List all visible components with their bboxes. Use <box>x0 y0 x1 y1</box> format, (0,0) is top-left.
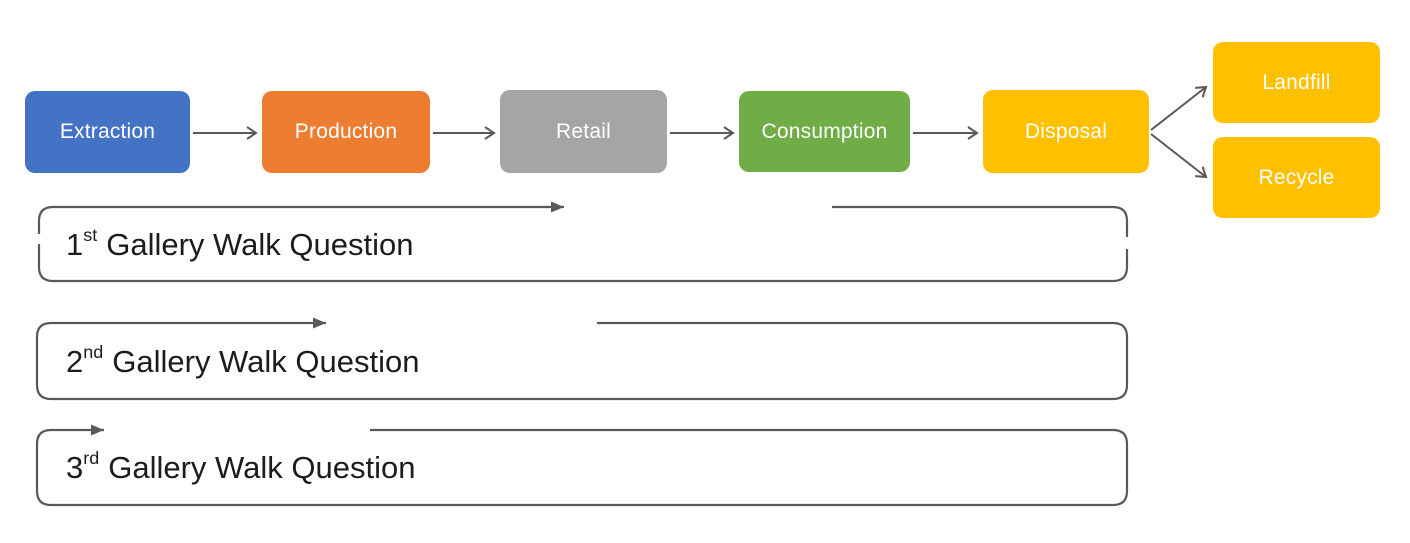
flow-node-label: Consumption <box>761 119 888 143</box>
question-number: 2 <box>66 343 84 379</box>
flow-node-retail: Retail <box>500 90 667 173</box>
question-ordinal: rd <box>83 448 100 469</box>
question-label: Gallery Walk Question <box>112 343 420 379</box>
question-3-arrow <box>35 424 104 466</box>
flow-node-recycle: Recycle <box>1213 137 1380 218</box>
question-number: 1 <box>66 226 84 262</box>
flow-node-extraction: Extraction <box>25 91 190 173</box>
flow-node-label: Recycle <box>1258 165 1335 189</box>
question-label: Gallery Walk Question <box>106 226 414 262</box>
flow-node-label: Extraction <box>59 120 156 143</box>
flow-node-consumption: Consumption <box>739 91 910 172</box>
question-label: Gallery Walk Question <box>108 450 416 485</box>
flow-node-landfill: Landfill <box>1213 42 1380 123</box>
question-1-outline-bottom <box>37 244 1129 283</box>
flow-node-production: Production <box>262 91 430 173</box>
flow-node-label: Disposal <box>1024 119 1108 143</box>
question-ordinal: nd <box>83 341 104 362</box>
question-1-arrow <box>37 201 564 234</box>
question-2-arrow <box>35 317 326 360</box>
question-3-outline <box>35 428 1129 507</box>
arrow-disposal-to-landfill <box>1150 85 1208 131</box>
flow-node-disposal: Disposal <box>983 90 1149 173</box>
flow-node-label: Landfill <box>1262 70 1331 94</box>
question-number: 3 <box>66 450 84 485</box>
flow-node-label: Retail <box>556 119 611 143</box>
question-1-outline-topright <box>832 205 1129 237</box>
flow-node-label: Production <box>294 120 398 143</box>
question-ordinal: st <box>83 224 98 245</box>
question-2-outline <box>35 321 1129 401</box>
arrow-disposal-to-recycle <box>1150 133 1208 179</box>
